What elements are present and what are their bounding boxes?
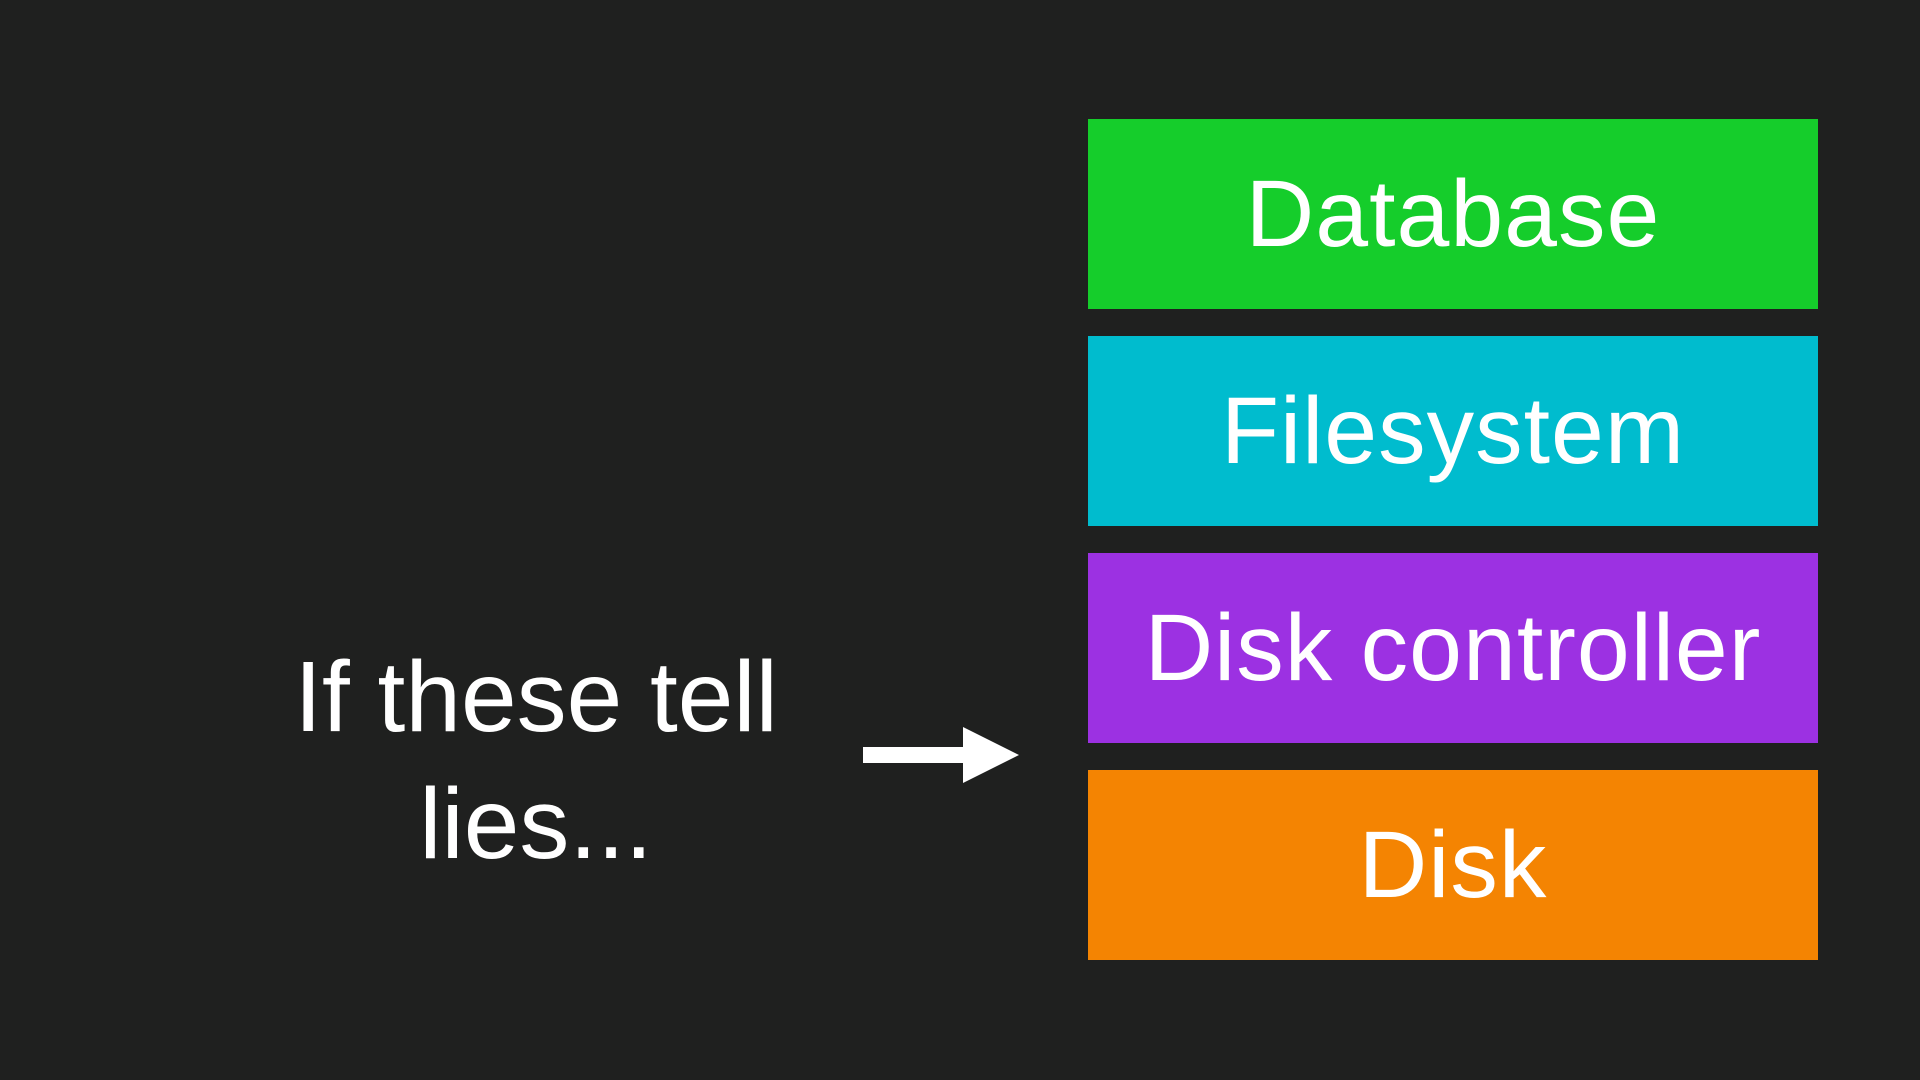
caption-text: If these tell lies...	[156, 634, 916, 888]
layer-label-database: Database	[1245, 160, 1661, 267]
layer-stack: Database Filesystem Disk controller Disk	[1088, 119, 1818, 960]
right-arrow-shaft	[863, 747, 965, 763]
stack-layer-disk-controller: Disk controller	[1088, 553, 1818, 743]
stack-layer-disk: Disk	[1088, 770, 1818, 960]
layer-label-filesystem: Filesystem	[1221, 377, 1685, 484]
caption-line-1: If these tell	[294, 641, 778, 753]
right-arrow-head	[963, 727, 1019, 783]
right-arrow-icon	[863, 727, 1019, 783]
stack-layer-database: Database	[1088, 119, 1818, 309]
stack-layer-filesystem: Filesystem	[1088, 336, 1818, 526]
caption-line-2: lies...	[419, 768, 653, 880]
layer-label-disk: Disk	[1358, 811, 1548, 918]
layer-label-disk-controller: Disk controller	[1144, 594, 1762, 701]
